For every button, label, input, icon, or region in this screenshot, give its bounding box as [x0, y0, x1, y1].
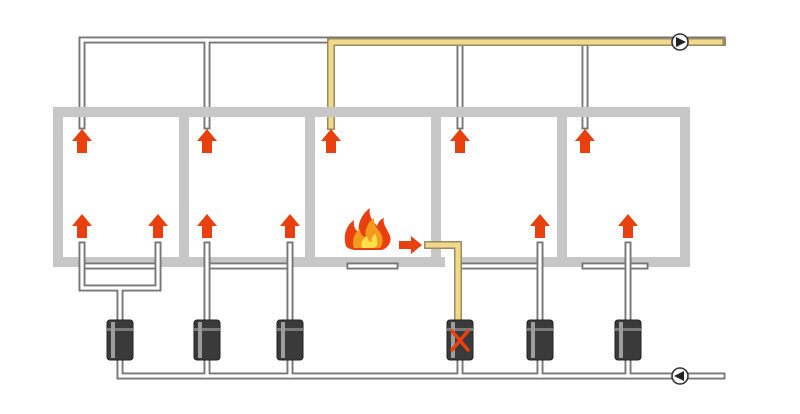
- flow-arrow-icon: [399, 236, 422, 254]
- flow-arrow-icon: [280, 214, 300, 238]
- flow-arrow-icon: [72, 214, 92, 238]
- flow-arrow-icon: [618, 214, 638, 238]
- flow-arrow-icon: [148, 214, 168, 238]
- flow-arrow-icon: [530, 214, 550, 238]
- supply-pump-icon: [671, 367, 689, 385]
- flow-arrow-icon: [321, 129, 341, 153]
- x-mark-icon: [450, 329, 470, 352]
- flow-arrow-icon: [197, 129, 217, 153]
- exhaust-pump-icon: [671, 33, 689, 51]
- fan-disabled-icon: [446, 319, 474, 361]
- smoke-filled-exhaust-duct: [327, 38, 726, 130]
- fan-icon: [614, 319, 642, 361]
- fan-icon: [526, 319, 554, 361]
- building-walls: [53, 107, 690, 267]
- fan-icon: [193, 319, 221, 361]
- smoke-filled-supply-duct: [424, 241, 462, 324]
- flow-arrow-icon: [72, 129, 92, 153]
- flow-arrow-icon: [197, 214, 217, 238]
- flow-arrow-icon: [450, 129, 470, 153]
- fire-icon: [344, 208, 391, 250]
- flow-arrow-icon: [575, 129, 595, 153]
- supply-manifold: [78, 241, 726, 380]
- flow-arrows: [72, 129, 638, 254]
- fan-icon: [276, 319, 304, 361]
- fan-icon: [106, 319, 134, 361]
